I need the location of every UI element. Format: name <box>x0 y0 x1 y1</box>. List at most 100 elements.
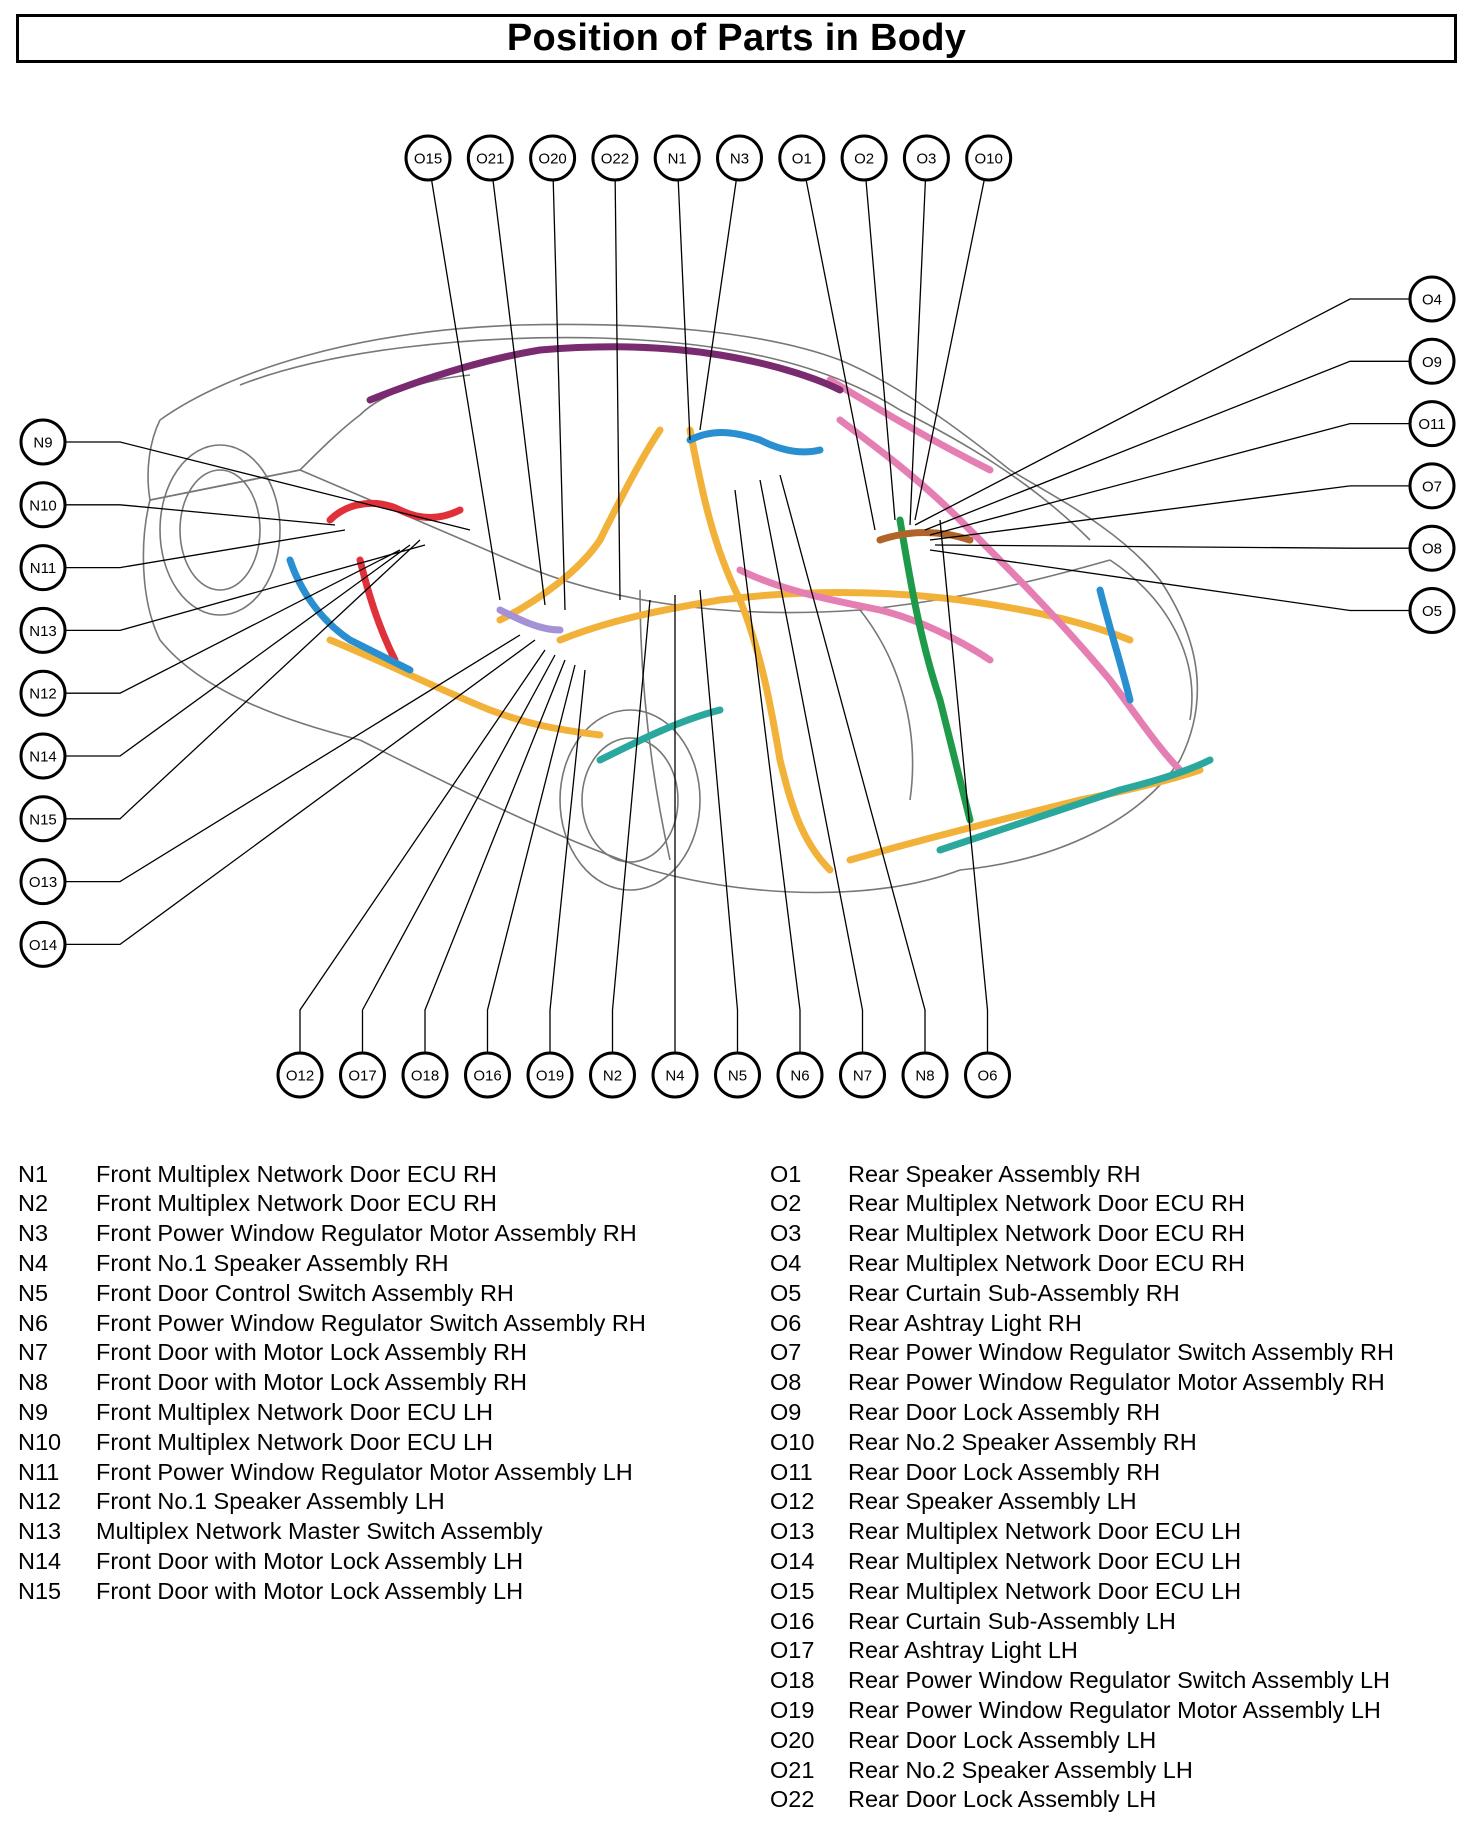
callout-label: O20 <box>538 151 566 168</box>
callout-label: N3 <box>730 151 749 168</box>
legend-code: N11 <box>18 1458 60 1485</box>
callout-label: N1 <box>668 151 687 168</box>
car-roof-inner-line <box>239 336 901 411</box>
callout-label: N11 <box>30 560 56 577</box>
harness-purple-roof <box>366 343 844 404</box>
leader-line-top-o3 <box>909 157 928 526</box>
legend-label: Rear Ashtray Light RH <box>848 1309 1082 1336</box>
legend-label: Front Power Window Regulator Switch Asse… <box>96 1309 646 1336</box>
callout-label: N15 <box>29 811 57 828</box>
legend-code: N13 <box>18 1518 62 1545</box>
callout-label: N6 <box>790 1068 809 1085</box>
leader-line-right-o11 <box>929 422 1410 536</box>
callout-circle <box>1408 400 1456 448</box>
callout-circle <box>902 134 950 182</box>
callout-top-o20: O20 <box>529 134 577 182</box>
leader-lines <box>65 157 1410 1053</box>
leader-line-top-o21 <box>489 157 546 606</box>
car-beltline-left <box>149 469 511 561</box>
leader-line-top-n3 <box>699 157 741 431</box>
legend-label: Rear Multiplex Network Door ECU RH <box>848 1190 1245 1217</box>
callout-circle <box>19 858 67 906</box>
callout-bottom-n5: N5 <box>714 1051 761 1099</box>
legend-label: Rear Door Lock Assembly RH <box>848 1458 1161 1485</box>
callout-right-o11: O11 <box>1408 400 1456 448</box>
legend-label: Rear Multiplex Network Door ECU LH <box>848 1547 1242 1574</box>
legend-code: N2 <box>18 1190 49 1217</box>
callout-label: N5 <box>728 1068 747 1085</box>
legend-code: O4 <box>770 1249 802 1276</box>
legend-code: N8 <box>18 1369 49 1396</box>
leader-line-bottom-o16 <box>486 664 576 1053</box>
leader-line-left-n10 <box>65 504 336 526</box>
callout-bottom-o16: O16 <box>464 1051 511 1099</box>
callout-circle <box>19 920 67 968</box>
callout-circle <box>19 795 67 843</box>
front-wheel-right-rim <box>581 737 679 863</box>
callout-label: O17 <box>348 1068 376 1085</box>
legend-label: Rear Speaker Assembly RH <box>848 1160 1141 1187</box>
callout-label: N9 <box>33 435 52 452</box>
callout-top-o21: O21 <box>466 134 514 182</box>
legend-code: N14 <box>18 1547 62 1574</box>
callout-top-n3: N3 <box>716 134 763 182</box>
callout-circle <box>651 1051 699 1099</box>
callout-circle <box>778 134 826 182</box>
leader-line-right-o7 <box>929 485 1410 541</box>
callout-circle <box>591 134 639 182</box>
legend-code: O10 <box>770 1428 815 1455</box>
callout-left-n15: N15 <box>19 795 67 843</box>
callout-label: O13 <box>29 874 57 891</box>
legend-code: N3 <box>18 1220 49 1247</box>
leader-line-right-o4 <box>914 298 1410 526</box>
leader-line-top-o15 <box>427 157 501 601</box>
harness-orange-center <box>556 589 1134 644</box>
callout-right-o5: O5 <box>1408 587 1456 634</box>
leader-line-top-o2 <box>863 157 896 521</box>
leader-line-left-n13 <box>65 544 426 632</box>
callout-circle <box>401 1051 449 1099</box>
callout-left-n9: N9 <box>19 418 67 466</box>
legend-item: O2 Rear Multiplex Network Door ECU RH <box>770 1189 1245 1219</box>
leader-line-bottom-o18 <box>424 659 566 1053</box>
leader-line-top-n1 <box>676 157 691 441</box>
leader-line-bottom-n2 <box>611 599 651 1053</box>
legend-label: Front Multiplex Network Door ECU RH <box>96 1160 497 1187</box>
page-title-box: Position of Parts in Body <box>16 14 1457 63</box>
callout-top-o22: O22 <box>591 134 639 182</box>
legend-label: Front Power Window Regulator Motor Assem… <box>96 1458 633 1485</box>
legend-code: O17 <box>770 1637 815 1664</box>
callout-top-o3: O3 <box>902 134 950 182</box>
leader-line-top-o22 <box>614 157 621 601</box>
callout-circle <box>589 1051 636 1099</box>
harness-blue-front-door <box>286 556 414 674</box>
leader-line-left-n15 <box>65 539 421 820</box>
legend-label: Front Door with Motor Lock Assembly LH <box>96 1577 524 1604</box>
legend-label: Front Multiplex Network Door ECU RH <box>96 1190 497 1217</box>
legend-code: O7 <box>770 1339 802 1366</box>
callout-circle <box>1408 275 1456 323</box>
legend-label: Rear Multiplex Network Door ECU LH <box>848 1518 1242 1545</box>
callout-left-n13: N13 <box>19 606 67 654</box>
callout-top-o15: O15 <box>404 134 452 182</box>
legend-code: O2 <box>770 1190 802 1217</box>
legend-label: Rear No.2 Speaker Assembly RH <box>848 1428 1197 1455</box>
harness-pink-rear <box>836 416 1184 774</box>
leader-line-bottom-o6 <box>939 519 989 1053</box>
callout-label: O11 <box>1418 416 1445 433</box>
callout-label: O21 <box>476 151 504 168</box>
callout-circle <box>529 134 577 182</box>
